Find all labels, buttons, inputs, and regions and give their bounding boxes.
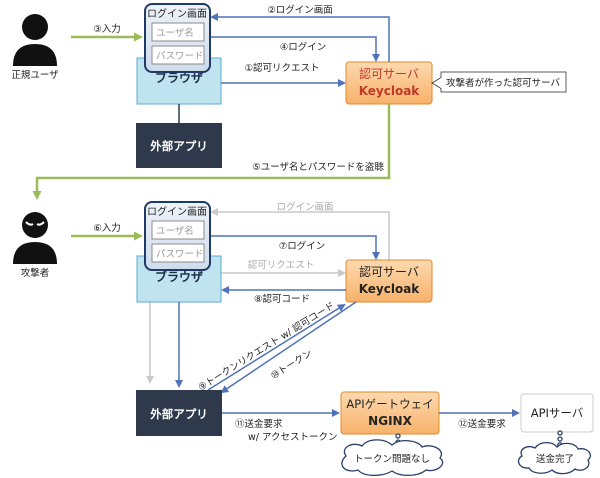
external-app-box-top (136, 123, 222, 168)
step3-label: ③入力 (93, 23, 121, 35)
api-server-box (520, 393, 594, 433)
gray-login-screen-label: ログイン画面 (276, 201, 333, 213)
gray-auth-request-label: 認可リクエスト (248, 259, 315, 271)
step4-arrow (211, 36, 380, 62)
legit-user-label: 正規ユーザ (11, 70, 59, 81)
external-app-label-bottom: 外部アプリ (149, 407, 208, 421)
server-thought-dots (557, 430, 563, 448)
password-placeholder-top: パスワード (156, 51, 204, 62)
external-app-label-top: 外部アプリ (149, 139, 208, 153)
attacker-label: 攻撃者 (21, 267, 50, 279)
step5-label: ⑤ユーザ名とパスワードを盗聴 (252, 161, 384, 173)
step5-arrow (32, 104, 391, 200)
auth-server-title-top: 認可サーバ (359, 66, 419, 81)
step11-label-line2: w/ アクセストークン (248, 432, 338, 443)
attacker-icon (13, 212, 57, 264)
legit-user-icon (13, 14, 57, 66)
step2-label: ②ログイン画面 (267, 4, 333, 16)
step7-label: ⑦ログイン (279, 240, 326, 252)
step11-label-line1: ⑪送金要求 (235, 418, 283, 430)
keycloak-label-bottom: Keycloak (359, 282, 421, 296)
step2-arrow (210, 13, 390, 62)
step8-label: ⑧認可コード (254, 293, 310, 305)
step9-label: ⑨トークンリクエスト w/ 認可コード (196, 299, 337, 393)
username-placeholder-bottom: ユーザ名 (156, 225, 194, 237)
login-screen-title-top: ログイン画面 (147, 7, 207, 20)
username-field-bottom (151, 220, 205, 240)
step7-arrow (211, 235, 380, 260)
server-thought-label: 送金完了 (536, 453, 574, 465)
nginx-label: NGINX (368, 414, 412, 428)
gateway-thought-cloud (341, 439, 444, 477)
step9-arrow (207, 303, 346, 391)
external-app-box-bottom (136, 390, 222, 436)
step1-label: ①認可リクエスト (244, 62, 319, 74)
password-field-top (151, 45, 205, 65)
step10-label: ⑩トークン (269, 348, 314, 382)
auth-server-title-bottom: 認可サーバ (359, 264, 419, 279)
callout-label: 攻撃者が作った認可サーバ (446, 77, 560, 89)
password-placeholder-bottom: パスワード (156, 249, 204, 260)
keycloak-label-top: Keycloak (359, 84, 421, 98)
username-field-top (151, 22, 205, 42)
gateway-thought-label: トークン問題なし (354, 454, 430, 465)
browser-label-top: ブラウザ (155, 70, 203, 85)
username-placeholder-top: ユーザ名 (156, 27, 194, 39)
step10-arrow (220, 301, 357, 394)
password-field-bottom (151, 243, 205, 263)
browser-label-bottom: ブラウザ (155, 269, 203, 284)
login-screen-title-bottom: ログイン画面 (147, 205, 207, 218)
api-gateway-title: APIゲートウェイ (346, 397, 433, 411)
server-thought-cloud (517, 441, 592, 475)
auth-server-box-bottom (345, 259, 433, 303)
step6-label: ⑥入力 (93, 222, 121, 234)
gray-login-screen-arrow (210, 208, 390, 260)
step4-label: ④ログイン (280, 41, 327, 53)
step12-label: ⑫送金要求 (458, 418, 506, 430)
api-server-label: APIサーバ (531, 406, 584, 420)
